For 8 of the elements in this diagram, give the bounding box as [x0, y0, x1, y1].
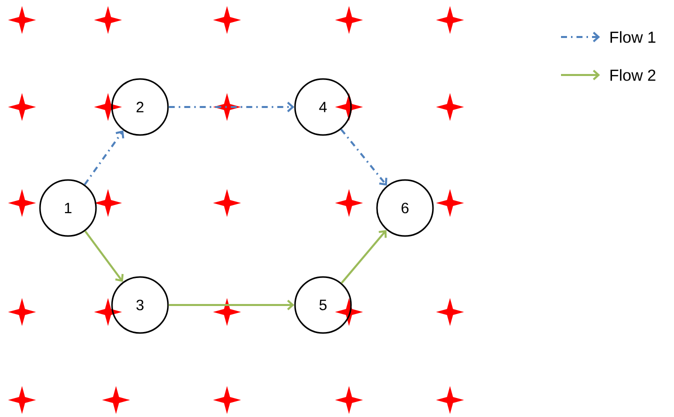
legend-label: Flow 2 [610, 69, 656, 81]
arrow [340, 230, 387, 284]
arrow [340, 128, 388, 186]
arrow [168, 102, 294, 112]
legend-label: Flow 1 [610, 31, 656, 43]
arrow [168, 300, 294, 310]
arrow [84, 130, 124, 186]
arrow [84, 230, 124, 282]
